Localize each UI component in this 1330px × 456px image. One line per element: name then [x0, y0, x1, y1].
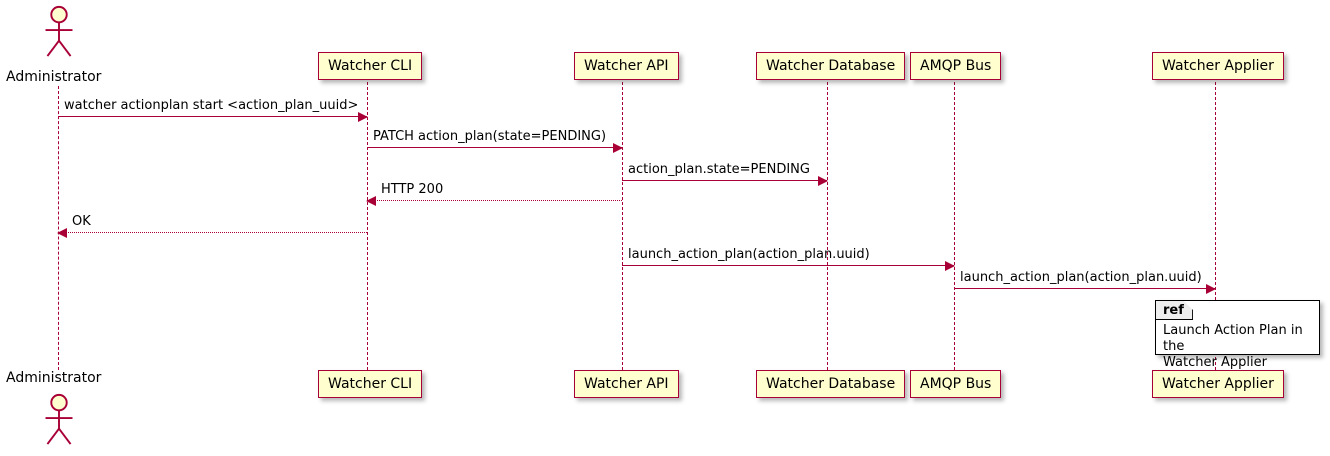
participant-label: Watcher Applier	[1162, 376, 1274, 392]
message-label: launch_action_plan(action_plan.uuid)	[628, 247, 870, 262]
participant-box-watcher-api-top[interactable]: Watcher API	[574, 52, 679, 80]
arrowhead-icon	[945, 260, 955, 271]
participant-box-amqp-bus-top[interactable]: AMQP Bus	[910, 52, 1002, 80]
lifeline-amqp-bus	[954, 82, 955, 370]
message-line	[622, 265, 954, 266]
message-line	[58, 232, 367, 233]
arrowhead-icon	[818, 175, 828, 186]
message-line	[622, 180, 827, 181]
message-label: PATCH action_plan(state=PENDING)	[373, 129, 607, 144]
arrowhead-icon	[366, 195, 376, 206]
participant-label: Watcher Database	[766, 58, 896, 74]
lifeline-watcher-api	[622, 82, 623, 370]
participant-label: Watcher Applier	[1162, 58, 1274, 74]
message-line	[367, 200, 622, 201]
ref-fragment: ref Launch Action Plan in the Watcher Ap…	[1155, 300, 1320, 370]
participant-label: Watcher Database	[766, 376, 896, 392]
participant-box-amqp-bus-bottom[interactable]: AMQP Bus	[910, 370, 1002, 398]
actor-icon-administrator-bottom	[45, 393, 73, 445]
participant-box-watcher-database-bottom[interactable]: Watcher Database	[756, 370, 906, 398]
ref-fragment-body: Launch Action Plan in the Watcher Applie…	[1163, 323, 1314, 371]
participant-box-watcher-applier-bottom[interactable]: Watcher Applier	[1152, 370, 1284, 398]
message-label: launch_action_plan(action_plan.uuid)	[960, 270, 1202, 285]
participant-label: Watcher API	[584, 376, 669, 392]
participant-box-watcher-database-top[interactable]: Watcher Database	[756, 52, 906, 80]
participant-box-watcher-cli-bottom[interactable]: Watcher CLI	[318, 370, 423, 398]
participant-box-watcher-applier-top[interactable]: Watcher Applier	[1152, 52, 1284, 80]
participant-label: Watcher API	[584, 58, 669, 74]
ref-fragment-text-line-2: Watcher Applier	[1163, 355, 1267, 370]
lifeline-watcher-applier	[1215, 82, 1216, 370]
actor-icon-administrator-top	[45, 5, 73, 57]
participant-box-watcher-api-bottom[interactable]: Watcher API	[574, 370, 679, 398]
actor-label-administrator-top: Administrator	[6, 69, 102, 85]
ref-fragment-tab: ref	[1156, 301, 1193, 320]
message-line	[954, 288, 1215, 289]
arrowhead-icon	[57, 227, 67, 238]
ref-fragment-tab-label: ref	[1163, 302, 1184, 318]
lifeline-watcher-database	[827, 82, 828, 370]
arrowhead-icon	[1206, 283, 1216, 294]
arrowhead-icon	[358, 111, 368, 122]
message-label: action_plan.state=PENDING	[628, 162, 810, 177]
ref-fragment-text-line-1: Launch Action Plan in the	[1163, 323, 1303, 354]
actor-label-administrator-bottom: Administrator	[6, 370, 102, 386]
participant-label: AMQP Bus	[920, 376, 992, 392]
message-line	[58, 116, 367, 117]
message-label: HTTP 200	[381, 182, 444, 197]
participant-label: AMQP Bus	[920, 58, 992, 74]
message-line	[367, 147, 622, 148]
message-label: OK	[72, 214, 91, 229]
arrowhead-icon	[613, 142, 623, 153]
message-label: watcher actionplan start <action_plan_uu…	[64, 98, 359, 113]
participant-box-watcher-cli-top[interactable]: Watcher CLI	[318, 52, 423, 80]
participant-label: Watcher CLI	[328, 58, 413, 74]
participant-label: Watcher CLI	[328, 376, 413, 392]
lifeline-watcher-cli	[367, 82, 368, 370]
